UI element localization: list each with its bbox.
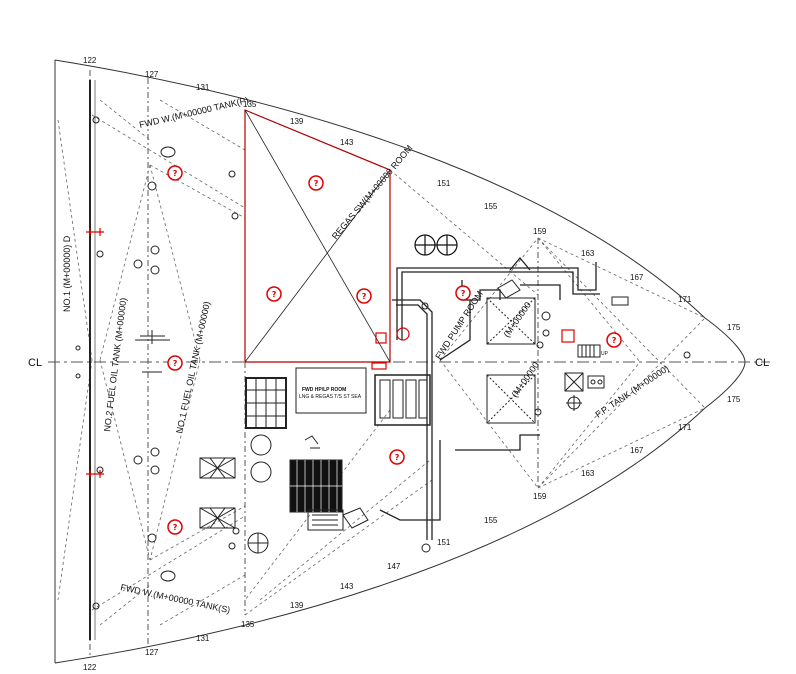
frame-122-top: 122 [83, 56, 97, 65]
svg-text:?: ? [461, 289, 466, 298]
hp-room-sublabel: LNG & REGAS T/S ST SEA [299, 394, 362, 400]
frame-143-bottom: 143 [340, 582, 354, 591]
frame-159-top: 159 [533, 227, 547, 236]
red-fittings [86, 228, 575, 478]
frame-151-top: 151 [437, 179, 451, 188]
frame-171-top: 171 [678, 295, 692, 304]
regas-room-label: REGAS SW(M+00000 ROOM [330, 143, 415, 241]
pump-room-label: FWD PUMP ROOM [433, 289, 485, 361]
frame-167-top: 167 [630, 273, 644, 282]
upper-tank-label: (M+00000 [501, 300, 533, 339]
svg-text:?: ? [272, 290, 277, 299]
frame-139-top: 139 [290, 117, 304, 126]
frame-135-bottom: 135 [241, 620, 255, 629]
frame-135-top: 135 [243, 100, 257, 109]
frame-171-bottom: 171 [678, 423, 692, 432]
cl-label-left: CL [28, 357, 42, 369]
fwd-w-tank-s-label: FWD W.(M+00000 TANK(S) [120, 582, 232, 615]
frame-159-bottom: 159 [533, 492, 547, 501]
frame-139-bottom: 139 [290, 601, 304, 610]
frame-175-bottom: 175 [727, 395, 741, 404]
frame-127-bottom: 127 [145, 648, 159, 657]
svg-text:?: ? [173, 359, 178, 368]
tank-labels: FWD W.(M+00000 TANK(P) FWD W.(M+00000 TA… [62, 95, 671, 615]
svg-text:?: ? [612, 336, 617, 345]
lower-tank-label: (M+00000 [509, 360, 541, 399]
svg-text:?: ? [173, 169, 178, 178]
cl-label-right: CL [755, 357, 769, 369]
piping [379, 256, 600, 540]
pump-room-boxes [486, 279, 629, 424]
frame-163-bottom: 163 [581, 469, 595, 478]
frame-131-bottom: 131 [196, 634, 210, 643]
unknown-markers: ? ? ? ? ? ? ? ? ? [167, 165, 622, 535]
no1-tank-cl-label: NO.1 (M+00000) D [62, 235, 72, 312]
regas-room [244, 109, 391, 363]
hp-room-label: FWD HP/LP ROOM [302, 387, 346, 393]
frame-labels-top: 122 127 131 135 139 143 151 155 159 163 … [83, 56, 741, 332]
frame-labels-bottom: 122 127 131 135 139 143 147 151 155 159 … [83, 395, 741, 672]
frame-131-top: 131 [196, 83, 210, 92]
frame-175-top: 175 [727, 323, 741, 332]
windlass-symbol [414, 234, 458, 256]
up-arrow-label: UP [601, 351, 609, 357]
hp-room-equipment [199, 367, 431, 554]
frame-163-top: 163 [581, 249, 595, 258]
frame-147-bottom: 147 [387, 562, 401, 571]
svg-text:?: ? [395, 453, 400, 462]
no2-fuel-oil-tank-label: NO.2 FUEL OIL TANK (M+00000) [102, 297, 128, 432]
frame-127-top: 127 [145, 70, 159, 79]
fp-tank-label: F.P. TANK (M+00000) [594, 363, 671, 420]
frame-155-bottom: 155 [484, 516, 498, 525]
frame-155-top: 155 [484, 202, 498, 211]
svg-text:?: ? [314, 179, 319, 188]
frame-122-bottom: 122 [83, 663, 97, 672]
fittings [75, 80, 691, 640]
frame-167-bottom: 167 [630, 446, 644, 455]
svg-text:?: ? [362, 292, 367, 301]
frame-151-bottom: 151 [437, 538, 451, 547]
frame-143-top: 143 [340, 138, 354, 147]
tank-diagonals [57, 99, 706, 626]
fwd-w-tank-p-label: FWD W.(M+00000 TANK(P) [138, 95, 249, 130]
svg-text:?: ? [173, 523, 178, 532]
